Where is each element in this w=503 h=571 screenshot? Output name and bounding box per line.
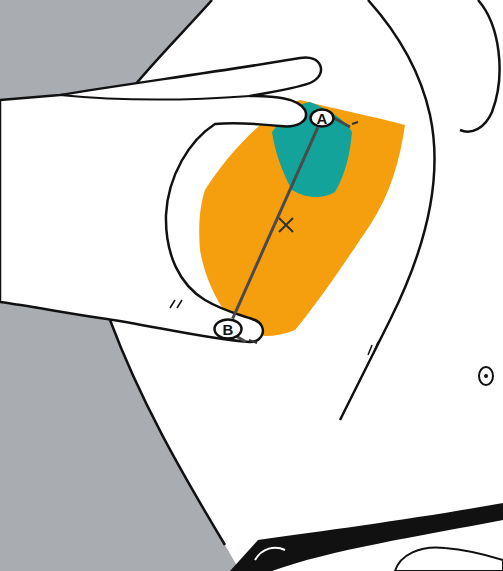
gray-background (0, 302, 240, 571)
neck-outline (460, 0, 500, 132)
line-extension (236, 118, 350, 342)
marker-ellipse (215, 320, 242, 339)
lower-hand (395, 547, 503, 571)
end-tick (249, 122, 358, 343)
palpating-hand (0, 57, 321, 342)
midpoint-mark (279, 218, 293, 232)
point-label: A (317, 111, 328, 126)
arm-outline (110, 320, 225, 545)
point-label: B (223, 322, 234, 337)
measurement-line (233, 127, 318, 318)
nipple (479, 367, 493, 385)
point-marker: B (213, 318, 243, 340)
finger-line (60, 95, 250, 100)
nipple (484, 374, 488, 378)
garment-band (230, 503, 503, 571)
body-outline (135, 0, 212, 85)
point-marker: A (309, 108, 335, 128)
marker-ellipse (311, 110, 334, 127)
muscle-region (199, 100, 405, 336)
garment-detail (255, 548, 285, 560)
skin-fold (368, 342, 378, 355)
knuckle-fold (170, 300, 182, 308)
